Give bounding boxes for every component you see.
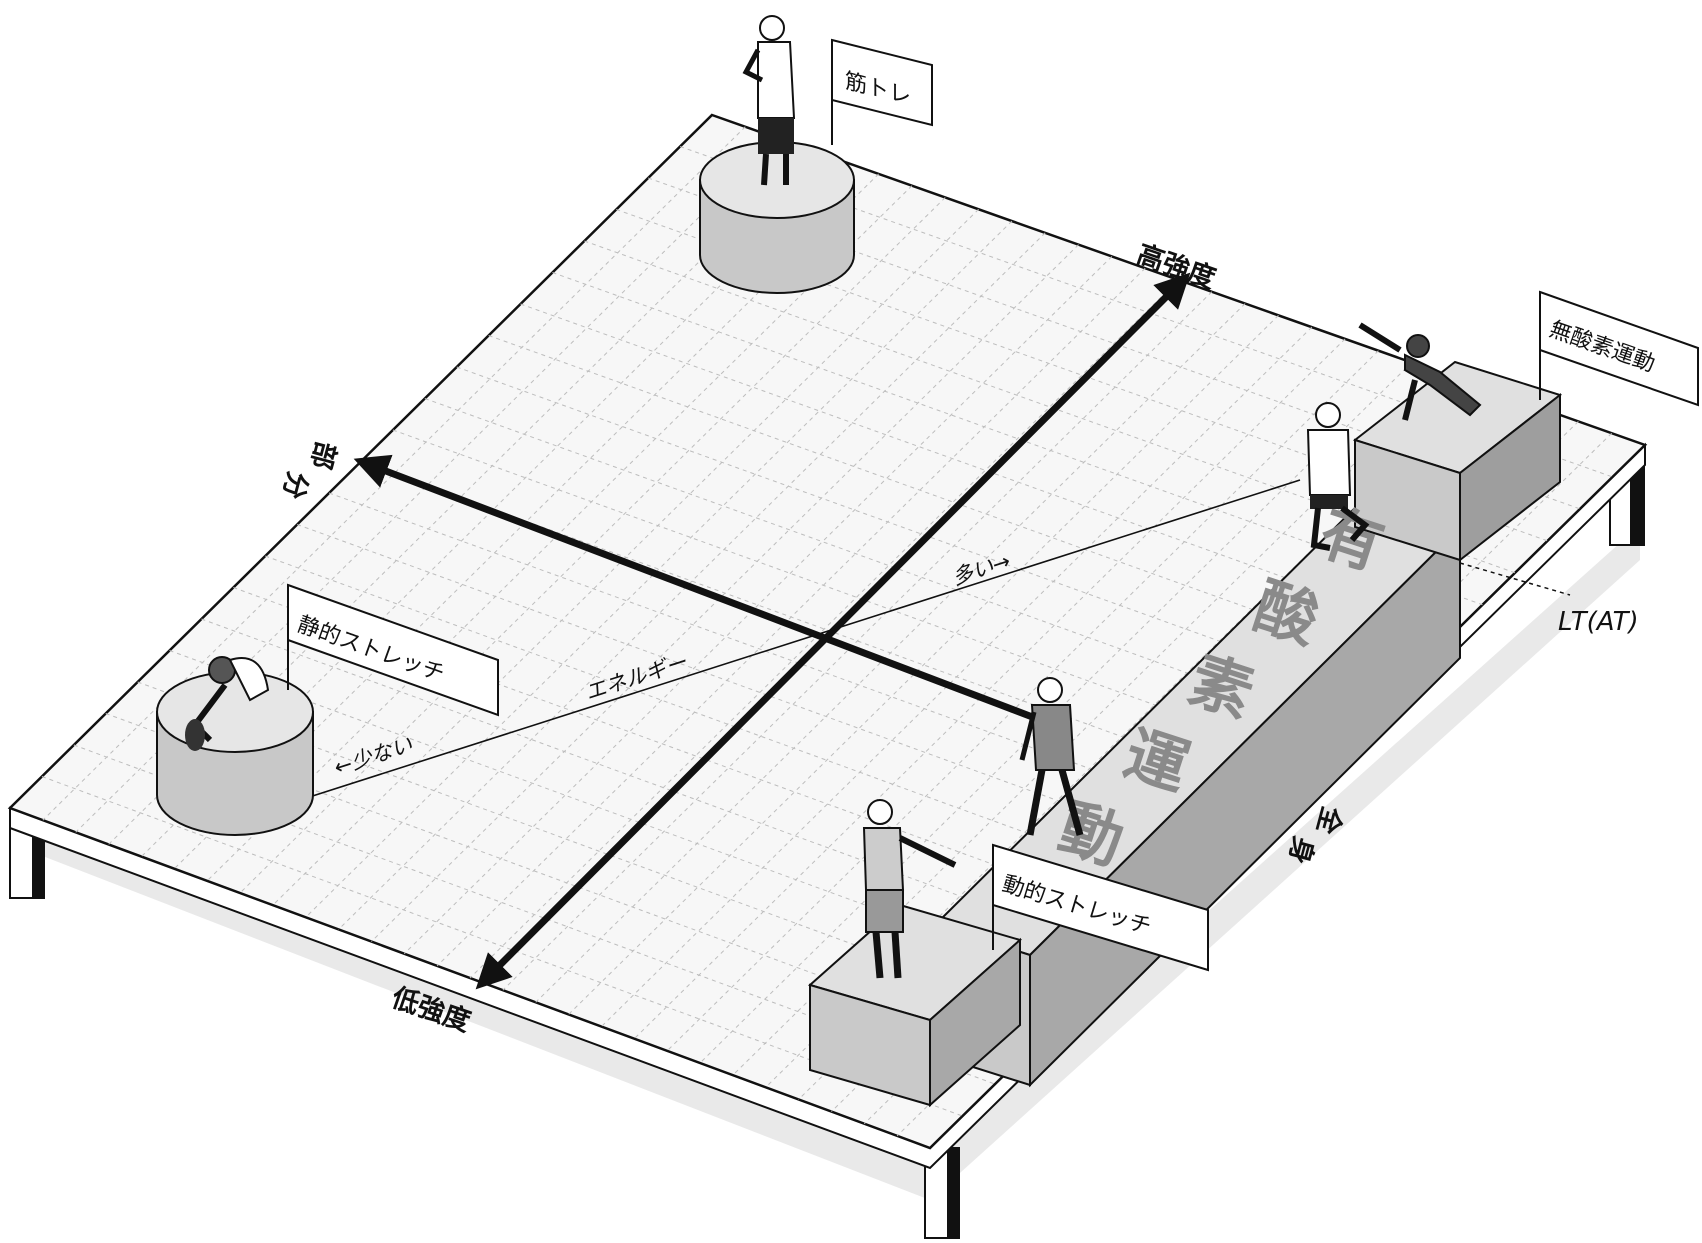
partial-label-2: 分: [276, 468, 313, 502]
person-stretching-icon: [185, 656, 270, 751]
static-stretch-pedestal: [156, 671, 314, 836]
person-walking-icon: [1019, 677, 1084, 836]
anaerobic-block: [1352, 360, 1563, 563]
lt-at-label: LT(AT): [1558, 607, 1639, 637]
lt-at-line: [1459, 562, 1571, 596]
sign-anaerobic: 無酸素運動: [1539, 290, 1699, 407]
person-skating-icon: [1358, 322, 1482, 421]
grid-line: [239, 197, 946, 894]
person-running-icon: [1306, 402, 1370, 551]
body-part-axis: [353, 454, 1037, 722]
intensity-axis: [475, 272, 1191, 990]
grid-line: [206, 185, 913, 882]
energy-line: [299, 479, 1301, 801]
partial-label-1: 部: [304, 438, 342, 472]
person-arm-stretch-icon: [862, 799, 957, 979]
dynamic-stretch-block: [807, 903, 1023, 1108]
grid-line: [272, 208, 979, 906]
grid-line: [305, 220, 1013, 918]
sign-strength-training: 筋トレ: [831, 38, 933, 145]
person-flexing-icon: [742, 15, 796, 186]
strength-training-pedestal: [699, 141, 855, 294]
